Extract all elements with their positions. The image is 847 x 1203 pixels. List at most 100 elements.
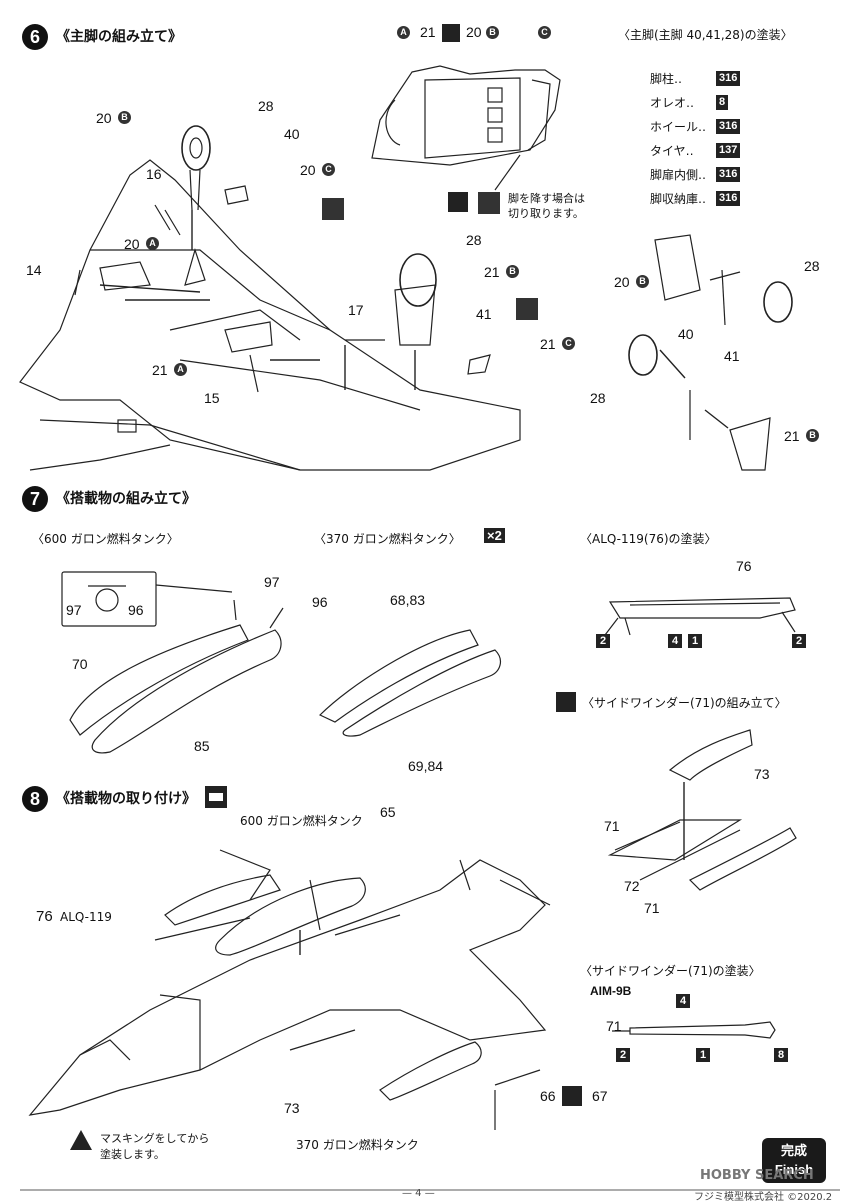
cement-icon [562, 1086, 582, 1106]
circle-letter: C [538, 26, 551, 39]
paint-table: 脚柱‥316 オレオ‥8 ホイール‥316 タイヤ‥137 脚扉内側‥316 脚… [650, 66, 741, 210]
part-number: 14 [26, 262, 42, 278]
part-number: 21 [420, 24, 436, 40]
circle-letter: B [636, 275, 649, 288]
part-number: 40 [678, 326, 694, 342]
circle-letter: C [322, 163, 335, 176]
step6-airframe-drawing [19, 125, 521, 471]
part-number: 71 [644, 900, 660, 916]
paint-code: 137 [716, 142, 741, 158]
step8-aircraft-drawing [28, 849, 551, 1130]
cement-icon [442, 24, 460, 42]
paint-row: タイヤ‥137 [650, 138, 741, 162]
part-number: 71 [606, 1018, 622, 1034]
paint-code-box: 1 [688, 634, 702, 648]
step-title-8: 《搭載物の取り付け》 [56, 791, 196, 807]
part-number: 67 [592, 1088, 608, 1104]
part-number: 68,83 [390, 592, 426, 608]
part-number: 66 [540, 1088, 556, 1104]
part-number: 28 [258, 98, 274, 114]
sidewinder-paint-title: 〈サイドワインダー(71)の塗装〉 [580, 964, 761, 978]
paint-row: 脚扉内側‥316 [650, 162, 741, 186]
part-number: 21 [784, 428, 800, 444]
paint-row: オレオ‥ 8 [650, 90, 740, 114]
step7-sidewinder-assy-drawing [607, 729, 797, 891]
part-number: 17 [348, 302, 364, 318]
circle-letter: B [506, 265, 519, 278]
paint-row: 脚収納庫‥ 316 [650, 186, 741, 210]
paint-part: オレオ‥ [650, 95, 695, 110]
alq-name: ALQ-119 [60, 910, 112, 924]
tank600-label: 600 ガロン燃料タンク [240, 814, 363, 828]
cement-icon [448, 192, 468, 212]
part-number: 97 [66, 602, 82, 618]
part-number: 65 [380, 804, 396, 820]
step6-door-drawing [371, 65, 561, 191]
tank370-title: 〈370 ガロン燃料タンク〉 [314, 532, 461, 546]
step7-alq-drawing [604, 597, 796, 636]
part-number: 16 [146, 166, 162, 182]
cement-icon [556, 692, 576, 712]
part-number: 97 [264, 574, 280, 590]
paint-part: 脚収納庫‥ [650, 191, 707, 206]
part-number: 76 [736, 558, 752, 574]
step-title-7: 《搭載物の組み立て》 [56, 491, 196, 507]
tank370-label: 370 ガロン燃料タンク [296, 1138, 419, 1152]
paint-code-box: 8 [774, 1048, 788, 1062]
warning-icon [70, 1130, 92, 1150]
paint-code-box: 2 [616, 1048, 630, 1062]
step-number-8: 8 [22, 786, 48, 812]
cut-note-line-2: 切り取ります。 [508, 207, 584, 220]
page-number: — 4 — [402, 1188, 435, 1199]
circle-letter: C [562, 337, 575, 350]
part-number: 21 [484, 264, 500, 280]
part-number: 71 [604, 818, 620, 834]
copyright: フジミ模型株式会社 ©2020.2 [694, 1192, 833, 1203]
part-number: 20 [300, 162, 316, 178]
circle-letter: B [118, 111, 131, 124]
paint-code-box: 2 [792, 634, 806, 648]
step6-gear-detail-drawing [628, 234, 793, 471]
circle-letter: B [806, 429, 819, 442]
part-number: 20 [124, 236, 140, 252]
part-number: 96 [128, 602, 144, 618]
tank600-title: 〈600 ガロン燃料タンク〉 [32, 532, 179, 546]
part-number: 28 [466, 232, 482, 248]
cut-icon [516, 298, 538, 320]
masking-note-line-2: 塗装します。 [100, 1148, 165, 1161]
finish-label-ja: 完成 [780, 1143, 807, 1158]
circle-letter: A [146, 237, 159, 250]
step7-tank370-drawing [318, 629, 502, 737]
part-number: 73 [754, 766, 770, 782]
paint-part: 脚柱‥ [650, 71, 683, 86]
step7-tank600-drawing [61, 571, 284, 754]
paint-code: 8 [716, 94, 729, 110]
paint-code: 316 [716, 70, 741, 86]
part-number: 21 [540, 336, 556, 352]
step7-sidewinder-paint-drawing [612, 1021, 776, 1039]
paint-part: 脚扉内側‥ [650, 167, 707, 182]
quantity-badge: ×2 [484, 528, 505, 543]
paint-section-title: 〈主脚(主脚 40,41,28)の塗装〉 [618, 28, 793, 42]
part-number: 73 [284, 1100, 300, 1116]
step-title-6: 《主脚の組み立て》 [56, 29, 182, 45]
masking-note-line-1: マスキングをしてから [100, 1132, 210, 1145]
circle-letter: B [486, 26, 499, 39]
missile-designation: AIM-9B [590, 984, 632, 998]
part-number: 28 [590, 390, 606, 406]
paint-part: ホイール‥ [650, 119, 707, 134]
cut-note-line-1: 脚を降す場合は [508, 192, 585, 205]
circle-letter: A [174, 363, 187, 376]
paint-code-box: 1 [696, 1048, 710, 1062]
cut-icon [322, 198, 344, 220]
part-number: 20 [466, 24, 482, 40]
part-number: 85 [194, 738, 210, 754]
part-number: 20 [614, 274, 630, 290]
part-number: 72 [624, 878, 640, 894]
part-number: 20 [96, 110, 112, 126]
part-number: 70 [72, 656, 88, 672]
paint-code: 316 [716, 190, 741, 206]
paint-code: 316 [716, 118, 741, 134]
part-number: 41 [724, 348, 740, 364]
